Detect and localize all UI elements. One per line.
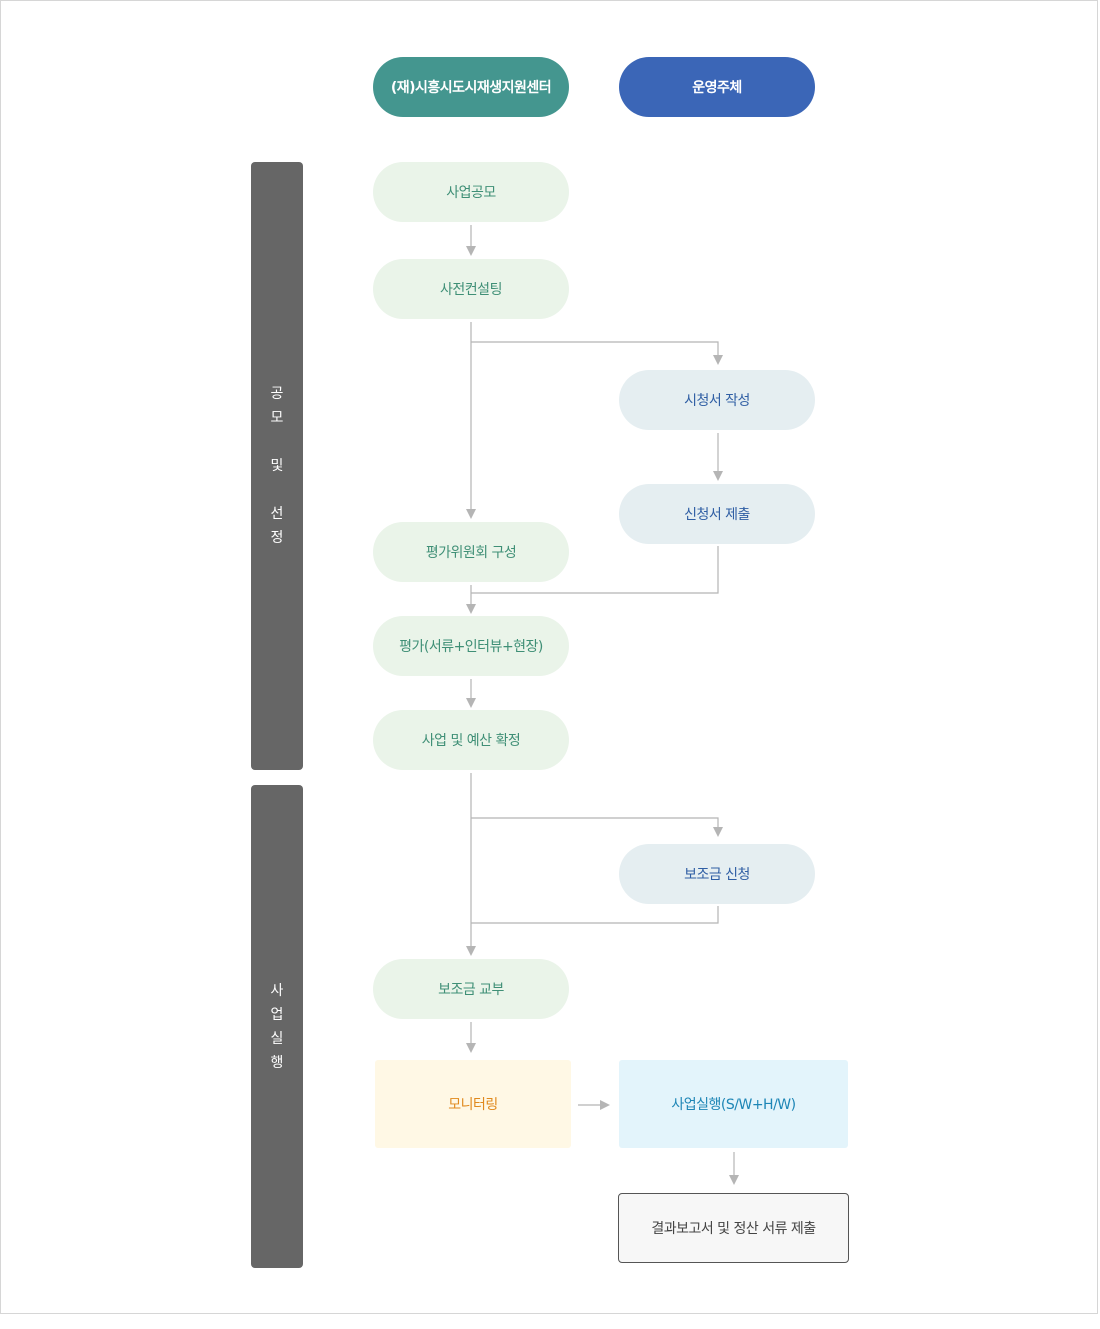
- phase-selection-bar: 공 모 및 선 정: [251, 162, 303, 770]
- line-submit-merge: [471, 546, 719, 594]
- step-committee: 평가위원회 구성: [373, 522, 569, 582]
- step-subsidy-grant: 보조금 교부: [373, 959, 569, 1019]
- phase-execution-char: 사: [270, 982, 284, 999]
- arrow-consulting-to-write: [471, 341, 723, 365]
- step-confirm: 사업 및 예산 확정: [373, 710, 569, 770]
- phase-selection-char: 정: [270, 530, 284, 546]
- phase-selection-char: 및: [270, 458, 284, 474]
- step-consulting: 사전컨설팅: [373, 259, 569, 319]
- arrow-confirm-to-subsidy-apply: [471, 817, 723, 837]
- phase-selection-char: 모: [270, 410, 284, 426]
- center-header: (재)시흥시도시재생지원센터: [373, 57, 569, 117]
- step-report: 결과보고서 및 정산 서류 제출: [618, 1193, 849, 1263]
- phase-execution-char: 행: [270, 1054, 284, 1071]
- line-subsidy-apply-merge: [471, 906, 719, 924]
- operator-header: 운영주체: [619, 57, 815, 117]
- phase-execution-bar: 사 업 실 행: [251, 785, 303, 1268]
- step-submit-application: 신청서 제출: [619, 484, 815, 544]
- step-monitoring: 모니터링: [375, 1060, 571, 1148]
- step-subsidy-apply: 보조금 신청: [619, 844, 815, 904]
- phase-selection-char: 선: [270, 506, 284, 522]
- phase-execution-char: 실: [270, 1030, 284, 1047]
- step-call: 사업공모: [373, 162, 569, 222]
- step-execution: 사업실행(S/W+H/W): [619, 1060, 848, 1148]
- phase-selection-char: 공: [270, 386, 284, 402]
- step-write-application: 시청서 작성: [619, 370, 815, 430]
- step-evaluation: 평가(서류+인터뷰+현장): [373, 616, 569, 676]
- phase-execution-char: 업: [270, 1006, 284, 1023]
